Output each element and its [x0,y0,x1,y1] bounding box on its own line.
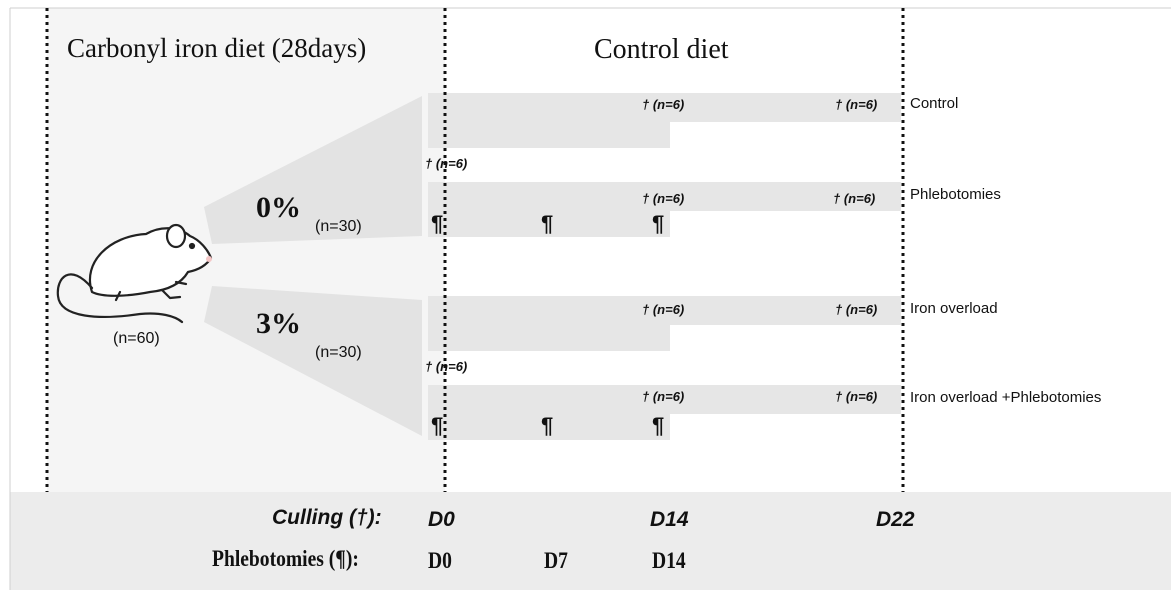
group-label-control: Control [910,95,959,112]
control-diet-header: Control diet [594,34,729,65]
phleb-day-d0: D0 [428,548,452,573]
phlebotomies-label: Phlebotomies (¶): [212,546,359,571]
band-phleb-stub [428,211,670,237]
band-iron-phleb-stub [428,414,670,440]
phleb-3pct-d7: ¶ [541,413,554,438]
band-iron-phleb [428,385,901,414]
cull-iron-phleb-d14: † (n=6) [642,389,685,404]
mouse-count: (n=60) [113,330,160,347]
cull-phleb-d14: † (n=6) [642,191,685,206]
dose-3pct-count: (n=30) [315,344,362,361]
dose-0pct-count: (n=30) [315,218,362,235]
group-label-iron-overload-phlebotomies: Iron overload +Phlebotomies [910,389,1102,406]
fan-0pct [204,96,422,244]
cull-control-d22: † (n=6) [835,97,878,112]
band-iron [428,296,901,325]
iron-diet-header: Carbonyl iron diet (28days) [67,33,367,63]
phleb-3pct-d0: ¶ [431,413,444,438]
cull-0pct-d0: † (n=6) [425,156,468,171]
band-control [428,93,901,122]
cull-control-d14: † (n=6) [642,97,685,112]
cull-phleb-d22: † (n=6) [833,191,876,206]
group-label-iron-overload: Iron overload [910,300,998,317]
band-control-stub [428,122,670,148]
phleb-day-d14: D14 [652,548,686,573]
cull-iron-d14: † (n=6) [642,302,685,317]
culling-day-d22: D22 [876,508,915,531]
phleb-day-d7: D7 [544,548,568,573]
band-phleb [428,182,901,211]
dose-3pct: 3% [256,307,301,340]
culling-day-d0: D0 [428,508,455,531]
timeline-panel [10,492,1171,590]
band-iron-stub [428,325,670,351]
cull-3pct-d0: † (n=6) [425,359,468,374]
culling-day-d14: D14 [650,508,689,531]
culling-label: Culling (†): [272,506,382,529]
dose-0pct: 0% [256,191,301,224]
fan-3pct [204,286,422,436]
phleb-0pct-d7: ¶ [541,211,554,236]
mouse-icon [56,223,213,324]
phleb-3pct-d14: ¶ [652,413,665,438]
cull-iron-d22: † (n=6) [835,302,878,317]
phleb-0pct-d14: ¶ [652,211,665,236]
phleb-0pct-d0: ¶ [431,211,444,236]
group-label-phlebotomies: Phlebotomies [910,186,1001,203]
cull-iron-phleb-d22: † (n=6) [835,389,878,404]
